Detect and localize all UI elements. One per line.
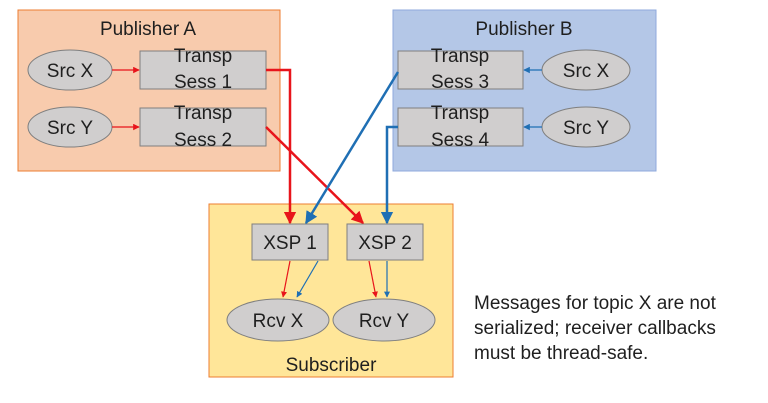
arrow-sess1-to-xsp1 bbox=[266, 68, 297, 225]
subscriber-group: XSP 1 XSP 2 Rcv X Rcv Y Subscriber bbox=[208, 203, 454, 378]
arrow-xsp1-to-rcv-x-blue bbox=[296, 260, 319, 298]
xsp-1 bbox=[251, 223, 329, 261]
annotation-note-line3: must be thread-safe. bbox=[474, 343, 649, 364]
publisher-b-title: Publisher B bbox=[475, 19, 572, 40]
annotation-note: Messages for topic X are not serialized;… bbox=[474, 291, 764, 366]
xsp-2-label: XSP 2 bbox=[358, 233, 412, 254]
xsp-2 bbox=[346, 223, 424, 261]
receiver-x bbox=[226, 298, 330, 342]
receiver-x-label: Rcv X bbox=[253, 311, 304, 332]
arrow-sess2-to-xsp2 bbox=[265, 126, 364, 224]
transport-session-3 bbox=[397, 50, 524, 90]
publisher-b-group: Publisher B Transp Sess 3 Transp Sess 4 … bbox=[392, 9, 657, 172]
publisher-a-group: Publisher A Src X Src Y Transp Sess 1 Tr… bbox=[17, 9, 281, 172]
publisher-a-src-y-label: Src Y bbox=[47, 118, 93, 139]
transport-session-2-line1: Transp bbox=[174, 103, 232, 124]
publisher-b-src-y-label: Src Y bbox=[563, 118, 609, 139]
transport-session-1-line1: Transp bbox=[174, 46, 232, 67]
arrow-xsp2-to-rcv-y-red bbox=[368, 260, 378, 298]
transport-session-3-line1: Transp bbox=[431, 46, 489, 67]
publisher-b-src-x-label: Src X bbox=[563, 61, 610, 82]
xsp-1-label: XSP 1 bbox=[263, 233, 317, 254]
transport-session-2 bbox=[139, 107, 267, 147]
annotation-note-line2: serialized; receiver callbacks bbox=[474, 318, 716, 339]
transport-session-4 bbox=[397, 107, 524, 147]
transport-session-4-line2: Sess 4 bbox=[431, 130, 490, 151]
transport-session-3-line2: Sess 3 bbox=[431, 72, 489, 93]
transport-session-2-line2: Sess 2 bbox=[174, 130, 232, 151]
receiver-y bbox=[332, 298, 436, 342]
transport-session-4-line1: Transp bbox=[431, 103, 489, 124]
publisher-a-title: Publisher A bbox=[100, 19, 196, 40]
arrow-sess4-to-xsp2 bbox=[380, 125, 398, 225]
annotation-note-line1: Messages for topic X are not bbox=[474, 293, 716, 314]
receiver-y-label: Rcv Y bbox=[359, 311, 410, 332]
publisher-a-src-x-label: Src X bbox=[47, 61, 94, 82]
arrow-sess3-to-xsp1 bbox=[304, 71, 400, 225]
transport-session-1-line2: Sess 1 bbox=[174, 72, 232, 93]
subscriber-title: Subscriber bbox=[286, 355, 377, 376]
arrow-xsp1-to-rcv-x-red bbox=[281, 260, 291, 298]
transport-session-1 bbox=[139, 50, 267, 90]
